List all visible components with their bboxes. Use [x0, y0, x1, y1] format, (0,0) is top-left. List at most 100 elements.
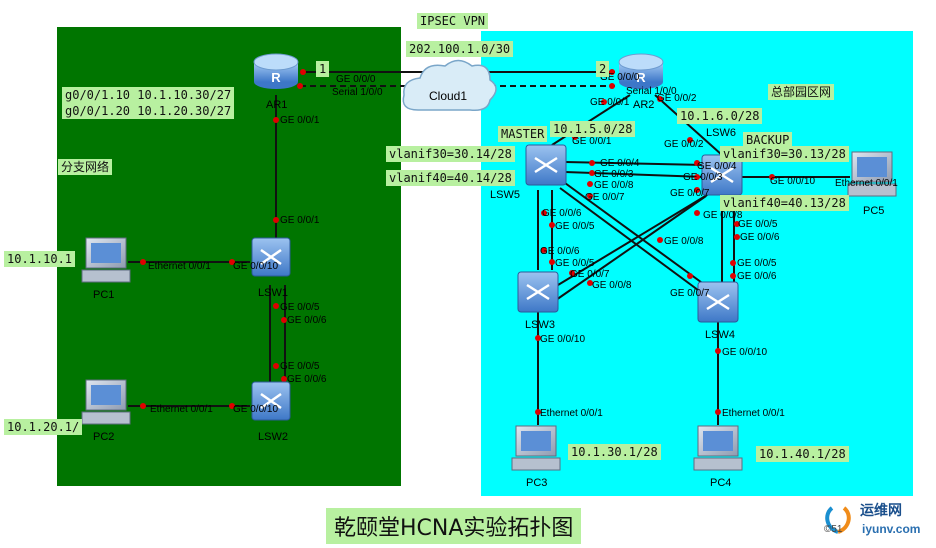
lsw3-ge008-label: GE 0/0/8	[592, 280, 632, 291]
lsw5-ge008-label: GE 0/0/8	[594, 180, 634, 191]
ar2-ge002-label: GE 0/0/2	[657, 93, 697, 104]
ar1-serial-label: Serial 1/0/0	[332, 87, 383, 98]
lsw5-ge001-label: GE 0/0/1	[572, 136, 612, 147]
pc1-eth-label: Ethernet 0/0/1	[148, 261, 211, 272]
lsw2-label: LSW2	[258, 431, 288, 443]
pc3-ip-label: 10.1.30.1/28	[568, 444, 661, 460]
watermark-site: iyunv.com	[862, 522, 921, 536]
pc4-ip-label: 10.1.40.1/28	[756, 446, 849, 462]
cloud-icon[interactable]: Cloud1	[402, 59, 497, 112]
pc5-icon[interactable]	[847, 151, 897, 197]
lsw6-label: LSW6	[706, 127, 736, 139]
lsw4-ge0010-label: GE 0/0/10	[722, 347, 767, 358]
lsw3-ge007-label: GE 0/0/7	[570, 269, 610, 280]
lsw1-ge001-label: GE 0/0/1	[280, 215, 320, 226]
pc5-eth-label: Ethernet 0/0/1	[835, 178, 898, 189]
switch-lsw3[interactable]	[517, 271, 559, 313]
ar1-side-number: 1	[316, 61, 330, 77]
vpn-net-label: 202.100.1.0/30	[406, 41, 514, 57]
switch-lsw2[interactable]	[251, 381, 291, 421]
ar2-ge001-label: GE 0/0/1	[590, 97, 630, 108]
lsw4-ge005-label: GE 0/0/5	[737, 258, 777, 269]
lsw5-ge005-label: GE 0/0/5	[555, 221, 595, 232]
link-lsw6-lsw3-b	[555, 195, 707, 301]
branch-zone-label: 分支网络	[58, 159, 113, 175]
switch-lsw4[interactable]	[697, 281, 739, 323]
device-labels: AR1 AR2 LSW1 LSW2 LSW5 LSW6 LSW3 LSW4 PC…	[93, 99, 884, 489]
pc5-label: PC5	[863, 205, 884, 217]
lsw1-label: LSW1	[258, 287, 288, 299]
watermark-prefix: ©51	[824, 524, 843, 535]
link-lsw5-lsw6-b	[564, 171, 706, 178]
lsw3-label: LSW3	[525, 319, 555, 331]
link-ar2-lsw6	[654, 94, 723, 156]
lsw6-ge006-label: GE 0/0/6	[740, 232, 780, 243]
lsw6-ge002-label: GE 0/0/2	[664, 139, 704, 150]
switch-lsw5[interactable]	[525, 144, 567, 186]
lsw6-ge003-label: GE 0/0/3	[683, 172, 723, 183]
pc3-label: PC3	[526, 477, 547, 489]
pc3-eth-label: Ethernet 0/0/1	[540, 408, 603, 419]
diagram-title: 乾颐堂HCNA实验拓扑图	[326, 508, 582, 544]
router-ar1[interactable]: R	[253, 53, 299, 89]
lsw1-ge005-label: GE 0/0/5	[280, 302, 320, 313]
pc4-icon[interactable]	[693, 425, 743, 471]
lsw5-ge006-label: GE 0/0/6	[542, 208, 582, 219]
lsw4-label: LSW4	[705, 329, 735, 341]
ar1-subif-label-2: g0/0/1.20 10.1.20.30/27	[62, 103, 235, 119]
pc3-icon[interactable]	[511, 425, 561, 471]
lsw6-vlanif40-label: vlanif40=40.13/28	[720, 195, 849, 211]
pc1-icon[interactable]	[81, 237, 131, 283]
ar2-side-number: 2	[596, 61, 610, 77]
ar1-label: AR1	[266, 99, 287, 111]
lsw4-ge007-label: GE 0/0/7	[670, 288, 710, 299]
lsw3-ge005-label: GE 0/0/5	[555, 258, 595, 269]
lsw5-vlanif30-label: vlanif30=30.14/28	[386, 146, 515, 162]
links	[128, 94, 850, 425]
link-lsw6-lsw3	[557, 191, 713, 286]
ar1-ge001-label: GE 0/0/1	[280, 115, 320, 126]
lsw4-ge006-label: GE 0/0/6	[737, 271, 777, 282]
ar2-serial-label: Serial 1/0/0	[626, 86, 677, 97]
hq-zone-label: 总部园区网	[768, 84, 835, 100]
lsw1-ge006-label: GE 0/0/6	[287, 315, 327, 326]
master-label: MASTER	[498, 126, 548, 142]
port-dots	[140, 69, 775, 415]
lsw6-ge007-label: GE 0/0/7	[670, 188, 710, 199]
lsw4-ge008-label: GE 0/0/8	[664, 236, 704, 247]
lsw3-ge0010-label: GE 0/0/10	[540, 334, 585, 345]
lsw3-ge006-label: GE 0/0/6	[540, 246, 580, 257]
pc1-ip-label: 10.1.10.1	[4, 251, 76, 267]
lsw2-ge005-label: GE 0/0/5	[280, 361, 320, 372]
port-labels: GE 0/0/0 Serial 1/0/0 GE 0/0/1 GE 0/0/0 …	[148, 72, 898, 419]
lsw2-ge006-label: GE 0/0/6	[287, 374, 327, 385]
link-lsw5-lsw4-b	[559, 187, 699, 291]
lsw5-ge003-label: GE 0/0/3	[594, 169, 634, 180]
router-ar2[interactable]: R	[618, 53, 664, 89]
pc2-eth-label: Ethernet 0/0/1	[150, 404, 213, 415]
pc2-ip-label: 10.1.20.1/	[4, 419, 83, 435]
ar2-label: AR2	[633, 99, 654, 111]
lsw5-label: LSW5	[490, 189, 520, 201]
lsw6-vlanif30-label: vlanif30=30.13/28	[720, 146, 849, 162]
lsw5-ge007-label: GE 0/0/7	[585, 192, 625, 203]
vpn-label: IPSEC VPN	[417, 13, 489, 29]
link-lsw5-lsw4	[564, 182, 706, 286]
switch-lsw1[interactable]	[251, 237, 291, 277]
lsw6-net-label: 10.1.6.0/28	[677, 108, 763, 124]
lsw6-ge0010-label: GE 0/0/10	[770, 176, 815, 187]
lsw6-ge004-label: GE 0/0/4	[697, 161, 737, 172]
lsw1-ge0010-label: GE 0/0/10	[233, 261, 278, 272]
pc1-label: PC1	[93, 289, 114, 301]
watermark-brand: 运维网	[860, 503, 902, 519]
lsw6-ge005-label: GE 0/0/5	[738, 219, 778, 230]
cloud-label: Cloud1	[429, 89, 467, 103]
lsw5-ge004-label: GE 0/0/4	[600, 158, 640, 169]
lsw5-vlanif40-label: vlanif40=40.14/28	[386, 170, 515, 186]
watermark: 运维网 ©51 iyunv.com	[820, 498, 932, 542]
pc2-icon[interactable]	[81, 379, 131, 425]
ar1-ge000-label: GE 0/0/0	[336, 74, 376, 85]
pc4-eth-label: Ethernet 0/0/1	[722, 408, 785, 419]
watermark-logo-icon	[825, 506, 851, 534]
